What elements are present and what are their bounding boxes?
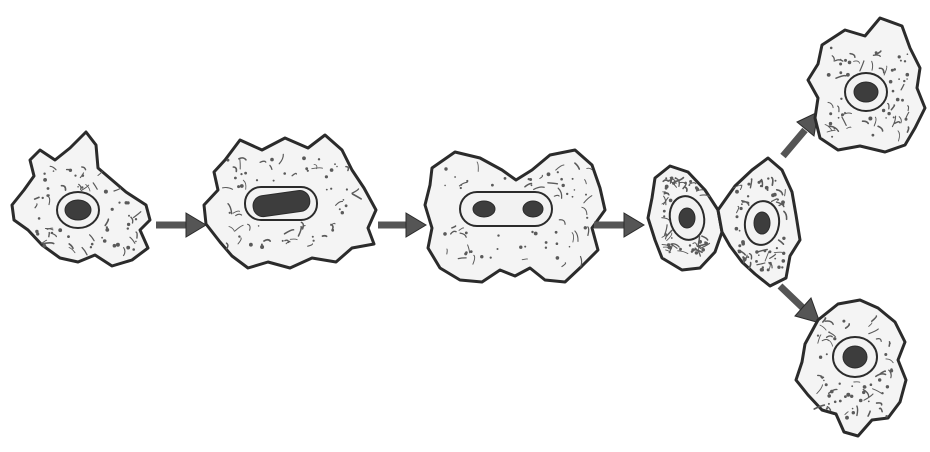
nucleus-left (679, 208, 695, 228)
nucleus (854, 82, 878, 102)
nucleus (65, 200, 91, 220)
nucleus (843, 346, 867, 368)
nucleus-right (523, 201, 543, 217)
nucleus-right (754, 212, 770, 234)
nucleus-left (473, 201, 495, 217)
